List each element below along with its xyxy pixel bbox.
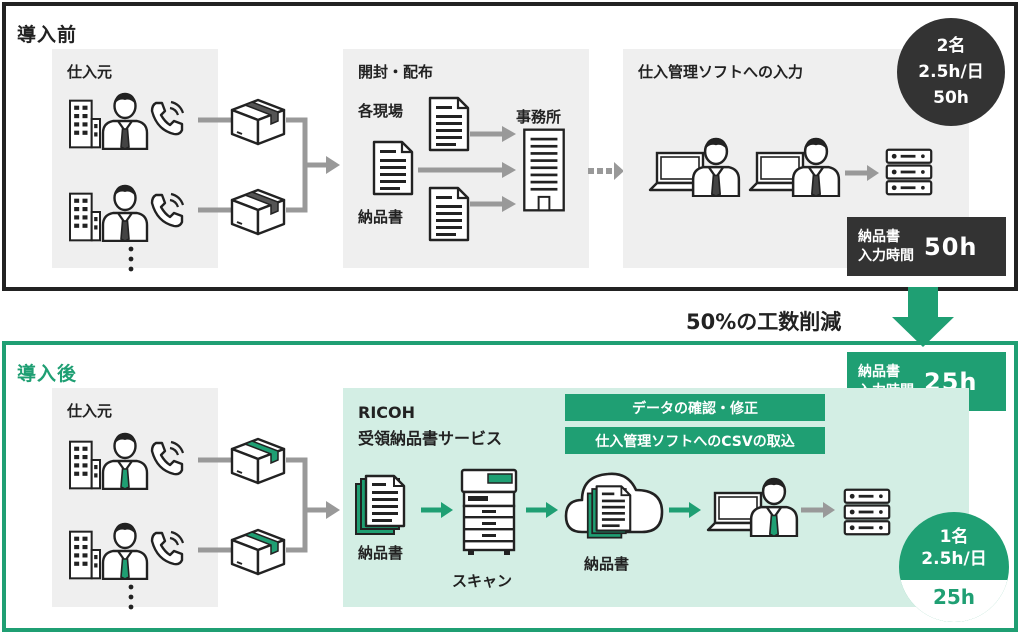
green-arrow-icon <box>669 502 701 518</box>
server-icon <box>842 486 892 538</box>
building-icon <box>68 99 102 149</box>
before-frame <box>2 2 1018 291</box>
before-supplier-label: 仕入元 <box>67 63 113 81</box>
check-fix-bar: データの確認・修正 <box>565 394 825 421</box>
package-box-icon <box>228 185 288 237</box>
before-time-value: 50h <box>924 232 978 261</box>
dotted-arrow-icon <box>588 162 624 180</box>
reduction-label: 50%の工数削減 <box>686 310 842 334</box>
scan-label: スキャン <box>452 572 513 590</box>
after-rate: 2.5h/日 <box>921 549 987 569</box>
csv-import-bar: 仕入管理ソフトへのCSVの取込 <box>565 427 825 454</box>
arrow-right-icon <box>801 502 835 518</box>
green-arrow-icon <box>526 502 558 518</box>
person-icon <box>100 428 150 490</box>
before-time-line1: 納品書 <box>858 228 900 245</box>
service-name-line1: RICOH <box>358 403 416 422</box>
package-box-icon <box>228 525 288 577</box>
phone-icon <box>147 190 187 230</box>
package-box-icon <box>228 95 288 147</box>
person-icon <box>100 180 150 242</box>
office-building-icon <box>519 127 569 213</box>
phone-icon <box>147 98 187 138</box>
building-icon <box>68 440 102 490</box>
after-total: 25h <box>899 580 1009 622</box>
connector-lines <box>198 117 340 213</box>
after-frame <box>2 341 1018 632</box>
after-stats-circle: 1名 2.5h/日 25h <box>899 512 1009 622</box>
slip-label: 納品書 <box>358 208 404 226</box>
site-label: 各現場 <box>358 102 404 120</box>
person-icon <box>790 133 842 197</box>
phone-icon <box>147 438 187 478</box>
package-box-icon <box>228 434 288 486</box>
building-icon <box>68 530 102 580</box>
building-icon <box>68 192 102 242</box>
person-icon <box>100 518 150 580</box>
before-people: 2名 <box>936 36 966 56</box>
after-slip-label: 納品書 <box>358 544 404 562</box>
cloud-slip-label: 納品書 <box>584 555 630 573</box>
person-icon <box>748 473 800 537</box>
office-label: 事務所 <box>516 108 562 126</box>
before-title: 導入前 <box>17 24 78 46</box>
arrow-right-icon <box>845 165 879 181</box>
server-icon <box>884 146 934 198</box>
distribution-arrows <box>418 126 516 212</box>
phone-icon <box>147 528 187 568</box>
more-dots-icon <box>128 584 134 610</box>
input-label: 仕入管理ソフトへの入力 <box>638 63 804 81</box>
down-arrow-icon <box>892 287 954 347</box>
before-total: 50h <box>933 88 969 108</box>
green-arrow-icon <box>421 502 453 518</box>
person-icon <box>100 88 150 150</box>
connector-lines <box>198 457 340 553</box>
after-time-line1: 納品書 <box>858 363 900 380</box>
printer-scanner-icon <box>458 466 520 556</box>
document-icon <box>372 140 414 196</box>
document-stack-icon <box>354 474 406 536</box>
after-title: 導入後 <box>17 363 78 385</box>
document-stack-icon <box>586 484 632 540</box>
before-rate: 2.5h/日 <box>918 62 984 82</box>
before-time-box: 納品書入力時間 50h <box>847 217 1006 276</box>
after-supplier-label: 仕入元 <box>67 402 113 420</box>
more-dots-icon <box>128 246 134 272</box>
before-time-line2: 入力時間 <box>858 247 914 264</box>
after-people: 1名 <box>939 527 969 547</box>
before-stats-circle: 2名 2.5h/日 50h <box>897 18 1005 126</box>
open-distribute-label: 開封・配布 <box>358 63 434 81</box>
service-name-line2: 受領納品書サービス <box>358 429 503 448</box>
person-icon <box>690 133 742 197</box>
